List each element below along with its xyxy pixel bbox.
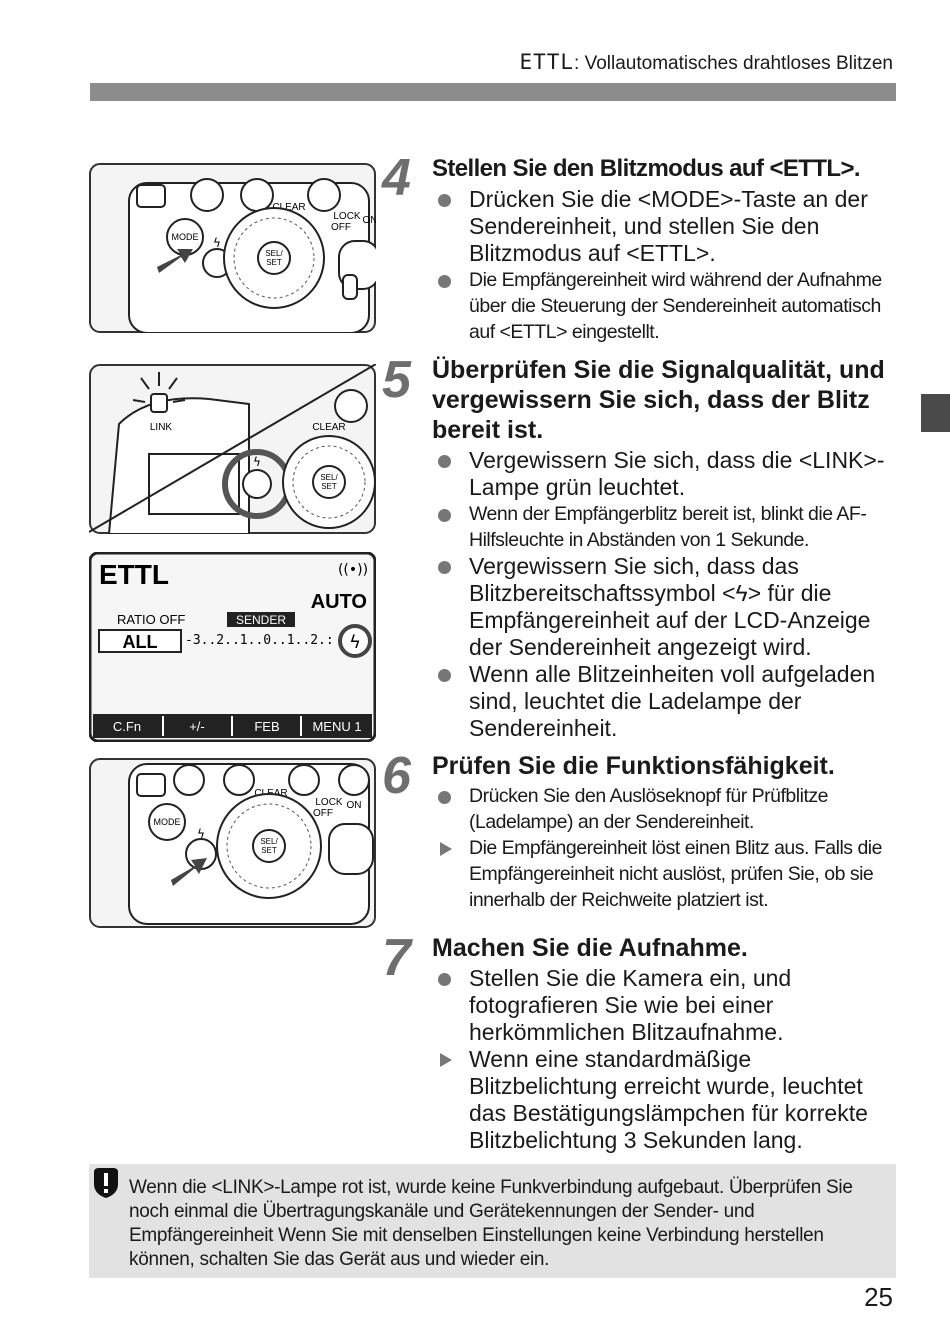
svg-text:ϟ: ϟ <box>213 236 221 250</box>
step-7-heading: Machen Sie die Aufnahme. <box>432 934 748 962</box>
svg-text:ϟ: ϟ <box>253 455 261 469</box>
step-6-heading: Prüfen Sie die Funktionsfähigkeit. <box>432 752 835 780</box>
step-4: Stellen Sie den Blitzmodus auf <ETTL>. D… <box>432 154 902 345</box>
header-mode: ETTL <box>519 50 575 74</box>
fig4-mode-label: MODE <box>154 817 181 827</box>
bullet-dot-icon <box>438 194 451 207</box>
step-5-bullet-2: Wenn der Empfängerblitz bereit ist, blin… <box>432 501 902 553</box>
fig4-arrow-icon <box>171 858 207 886</box>
step-5-bullet-4: Wenn alle Blitzeinheiten voll aufgeladen… <box>432 661 902 742</box>
bullet-dot-icon <box>438 275 451 288</box>
fig1-arrow-icon <box>157 249 193 273</box>
fig2-clear-label: CLEAR <box>312 422 345 433</box>
fig4-lock-label: LOCK <box>315 797 343 808</box>
step-4-heading: Stellen Sie den Blitzmodus auf <ETTL>. <box>432 155 861 182</box>
step-5-bullet-1: Vergewissern Sie sich, dass die <LINK>-L… <box>432 447 902 501</box>
header-title: ETTL: Vollautomatisches drahtloses Blitz… <box>519 50 893 75</box>
caution-icon <box>94 1168 118 1198</box>
step-number-7: 7 <box>382 929 411 987</box>
step-4-bullet-1: Drücken Sie die <MODE>-Taste an der Send… <box>432 186 902 267</box>
bullet-arrow-icon <box>440 1053 452 1067</box>
lcd-wireless-icon: ((•)) <box>338 562 368 578</box>
bullet-arrow-icon <box>440 842 452 856</box>
svg-text:ϟ: ϟ <box>349 632 361 653</box>
bullet-dot-icon <box>438 509 451 522</box>
fig1-lock-label: LOCK <box>333 211 361 222</box>
fig1-set-label: SET <box>266 258 282 267</box>
lcd-menu-cfn: C.Fn <box>113 719 141 734</box>
fig2-sel-label: SEL/ <box>320 473 338 482</box>
lcd-sender-label: SENDER <box>236 613 286 627</box>
figure-test-flash-button: CLEAR LOCK OFF ON MODE ϟ SEL/ SET <box>89 758 376 928</box>
step-5-heading: Überprüfen Sie die Signalqualität, und v… <box>432 356 885 444</box>
step-6-bullet-2: Die Empfängereinheit löst einen Blitz au… <box>432 835 902 913</box>
notice-text: Wenn die <LINK>-Lampe rot ist, wurde kei… <box>129 1177 853 1270</box>
lcd-menu-feb: FEB <box>254 719 279 734</box>
fig4-sel-label: SEL/ <box>260 837 278 846</box>
bullet-dot-icon <box>438 455 451 468</box>
bullet-dot-icon <box>438 791 451 804</box>
step-5: Überprüfen Sie die Signalqualität, und v… <box>432 355 902 742</box>
figure-lcd-panel: ETTL ((•)) AUTO RATIO OFF SENDER ALL -3.… <box>89 552 376 742</box>
notice-box: Wenn die <LINK>-Lampe rot ist, wurde kei… <box>89 1164 896 1278</box>
lcd-flash-ready-icon <box>338 624 372 658</box>
chapter-tab <box>921 394 950 432</box>
lcd-menu-menu1: MENU 1 <box>312 719 361 734</box>
svg-text:ϟ: ϟ <box>197 827 205 841</box>
fig1-clear-label: CLEAR <box>272 202 305 213</box>
step-7-bullet-2: Wenn eine standardmäßige Blitzbelichtung… <box>432 1046 902 1154</box>
lcd-menu-plusminus: +/- <box>189 719 205 734</box>
step-number-5: 5 <box>382 351 411 409</box>
lcd-auto-label: AUTO <box>311 591 367 613</box>
fig1-on-label: ON <box>363 215 377 226</box>
fig2-set-label: SET <box>321 482 337 491</box>
fig1-mode-label: MODE <box>172 232 199 242</box>
fig4-on-label: ON <box>347 800 362 811</box>
figure-link-lamp: LINK CLEAR ϟ SEL/ SET <box>89 364 376 534</box>
fig2-link-lamp-icon <box>150 393 168 413</box>
step-7: Machen Sie die Aufnahme. Stellen Sie die… <box>432 933 902 1154</box>
step-7-bullet-1: Stellen Sie die Kamera ein, und fotograf… <box>432 965 902 1046</box>
step-number-6: 6 <box>382 747 411 805</box>
figure-mode-button: CLEAR LOCK OFF ON MODE ϟ SEL/ SET <box>89 163 376 333</box>
fig4-set-label: SET <box>261 846 277 855</box>
step-6-bullet-1: Drücken Sie den Auslöseknopf für Prüfbli… <box>432 783 902 835</box>
step-6: Prüfen Sie die Funktionsfähigkeit. Drück… <box>432 751 902 913</box>
header-bar <box>90 83 896 101</box>
step-number-4: 4 <box>382 149 411 207</box>
fig4-off-label: OFF <box>313 808 333 819</box>
step-5-bullet-3: Vergewissern Sie sich, dass das Blitzber… <box>432 553 902 661</box>
header-title-text: : Vollautomatisches drahtloses Blitzen <box>574 53 893 74</box>
lcd-scale: -3..2..1..0..1..2.: <box>185 633 334 648</box>
bullet-dot-icon <box>438 669 451 682</box>
bullet-dot-icon <box>438 973 451 986</box>
fig2-link-label: LINK <box>150 422 173 433</box>
lcd-group-label: ALL <box>123 632 158 652</box>
bullet-dot-icon <box>438 561 451 574</box>
page-number: 25 <box>864 1282 893 1312</box>
lcd-mode-label: ETTL <box>99 559 169 590</box>
fig1-off-label: OFF <box>331 222 351 233</box>
step-4-bullet-2: Die Empfängereinheit wird während der Au… <box>432 267 902 345</box>
lcd-ratio-label: RATIO OFF <box>117 612 185 627</box>
fig1-sel-label: SEL/ <box>265 249 283 258</box>
